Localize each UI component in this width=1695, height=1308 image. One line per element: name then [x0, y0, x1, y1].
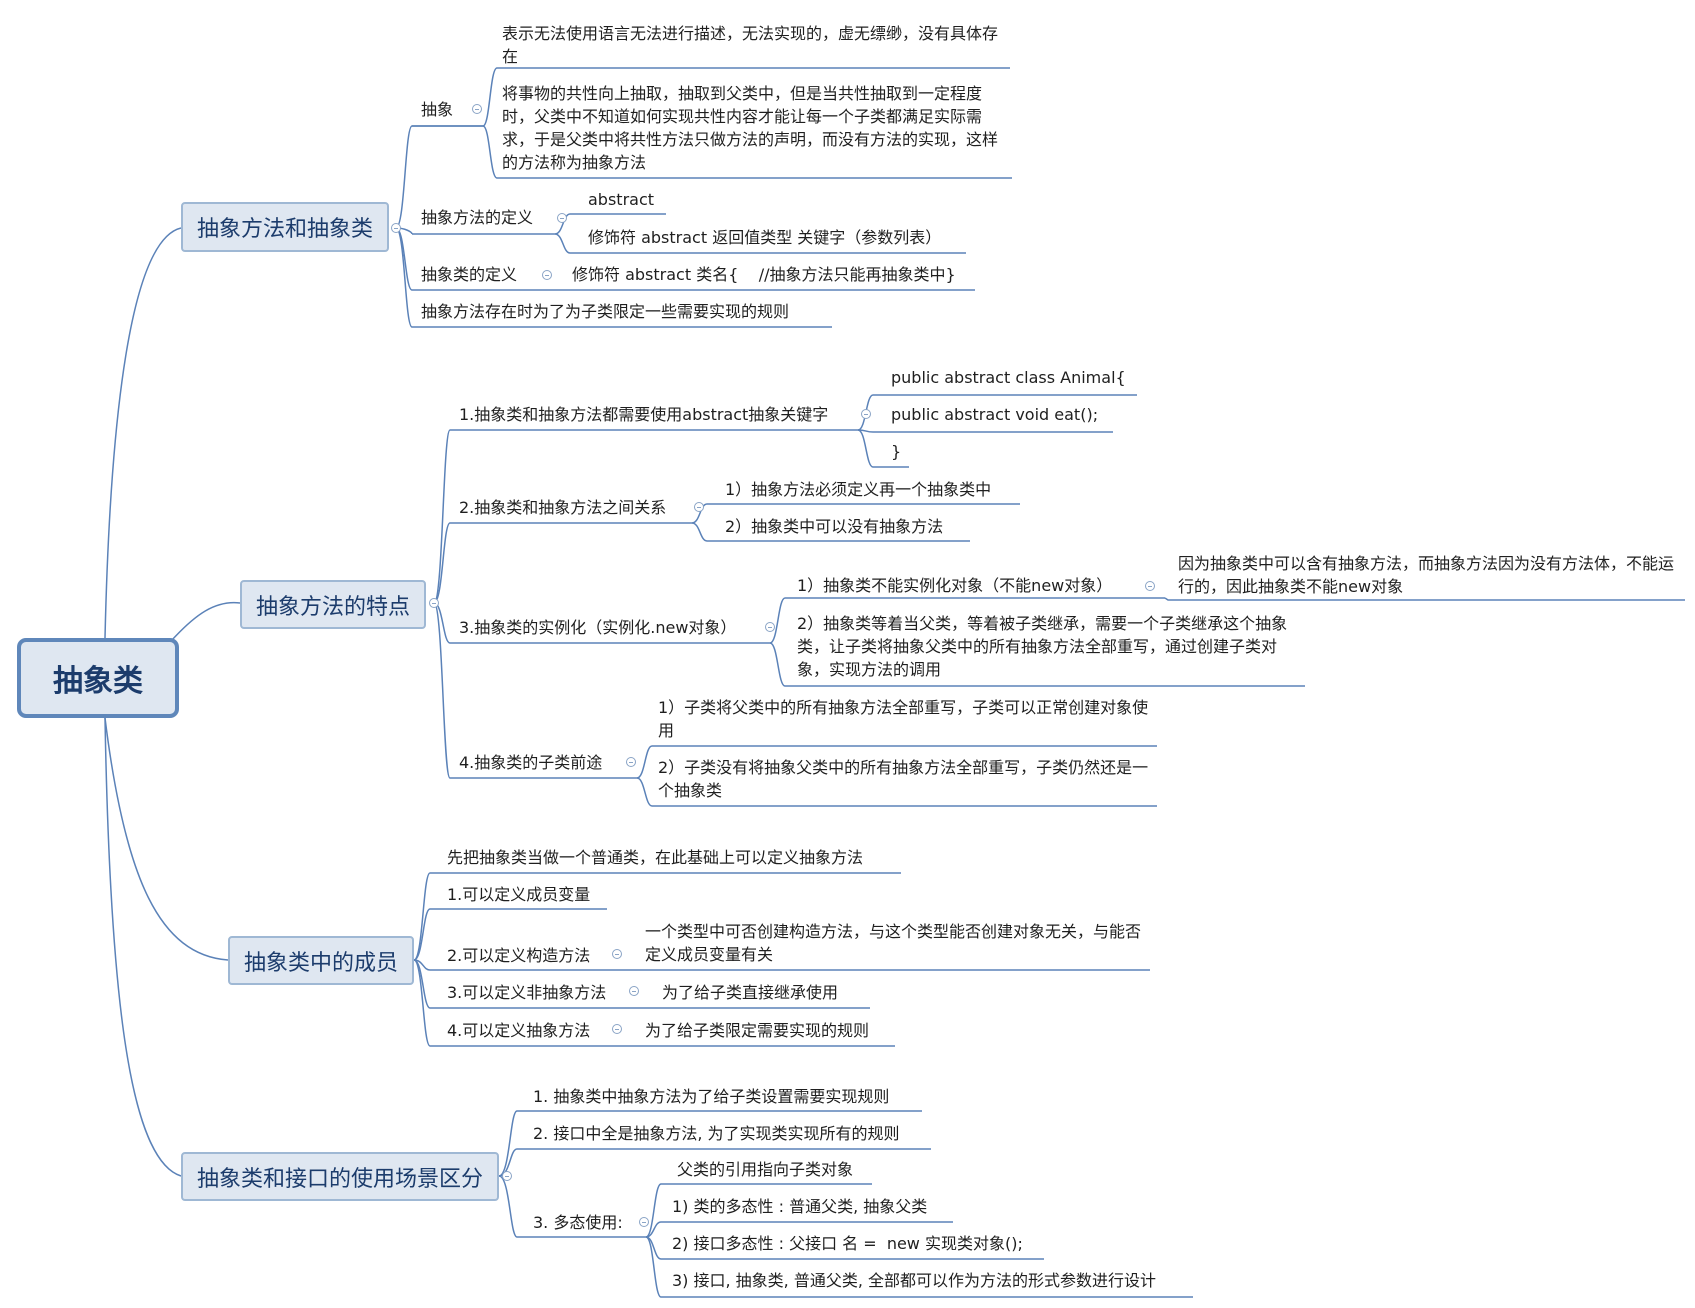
node-code-brace[interactable]: } — [891, 442, 902, 461]
branch-abstract-method-features[interactable]: 抽象方法的特点 — [240, 580, 426, 629]
node-method-definition[interactable]: 抽象方法的定义 — [421, 208, 534, 227]
node-feature-2-c1[interactable]: 1）抽象方法必须定义再一个抽象类中 — [725, 480, 992, 499]
collapse-toggle-icon[interactable] — [612, 949, 622, 959]
node-member-1[interactable]: 1.可以定义成员变量 — [447, 885, 591, 904]
node-member-4-note[interactable]: 为了给子类限定需要实现的规则 — [645, 1021, 870, 1040]
node-member-4[interactable]: 4.可以定义抽象方法 — [447, 1021, 591, 1040]
node-feature-3-c1[interactable]: 1）抽象类不能实例化对象（不能new对象） — [797, 576, 1113, 595]
node-feature-2-c2[interactable]: 2）抽象类中可以没有抽象方法 — [725, 517, 944, 536]
node-code-class[interactable]: public abstract class Animal{ — [891, 368, 1126, 387]
collapse-toggle-icon[interactable] — [1145, 581, 1155, 591]
node-class-definition[interactable]: 抽象类的定义 — [421, 265, 518, 284]
node-feature-4[interactable]: 4.抽象类的子类前途 — [459, 753, 603, 772]
node-member-2[interactable]: 2.可以定义构造方法 — [447, 946, 591, 965]
node-rule[interactable]: 抽象方法存在时为了为子类限定一些需要实现的规则 — [421, 302, 790, 321]
node-polymorphism-c3[interactable]: 3) 接口, 抽象类, 普通父类, 全部都可以作为方法的形式参数进行设计 — [672, 1271, 1157, 1290]
collapse-toggle-icon[interactable] — [472, 104, 482, 114]
node-member-2-note[interactable]: 一个类型中可否创建构造方法，与这个类型能否创建对象无关，与能否定义成员变量有关 — [645, 922, 1142, 964]
node-scenario-3[interactable]: 3. 多态使用: — [533, 1213, 623, 1232]
root-node[interactable]: 抽象类 — [17, 638, 179, 718]
node-members-intro[interactable]: 先把抽象类当做一个普通类，在此基础上可以定义抽象方法 — [447, 848, 864, 867]
collapse-toggle-icon[interactable] — [612, 1024, 622, 1034]
node-polymorphism-c2[interactable]: 2) 接口多态性 : 父接口 名 = new 实现类对象(); — [672, 1234, 1023, 1253]
branch-abstract-methods-and-classes[interactable]: 抽象方法和抽象类 — [181, 202, 389, 252]
node-feature-3-reason[interactable]: 因为抽象类中可以含有抽象方法，而抽象方法因为没有方法体，不能运行的，因此抽象类不… — [1178, 554, 1675, 596]
collapse-toggle-icon[interactable] — [765, 622, 775, 632]
node-member-3[interactable]: 3.可以定义非抽象方法 — [447, 983, 607, 1002]
collapse-toggle-icon[interactable] — [861, 409, 871, 419]
node-polymorphism-c0[interactable]: 父类的引用指向子类对象 — [677, 1160, 854, 1179]
collapse-toggle-icon[interactable] — [694, 502, 704, 512]
collapse-toggle-icon[interactable] — [542, 270, 552, 280]
node-abstract-desc-2[interactable]: 将事物的共性向上抽取，抽取到父类中，但是当共性抽取到一定程度时，父类中不知道如何… — [502, 84, 999, 172]
node-abstract-keyword[interactable]: abstract — [588, 190, 655, 209]
node-feature-4-c2[interactable]: 2）子类没有将抽象父类中的所有抽象方法全部重写，子类仍然还是一个抽象类 — [658, 758, 1149, 800]
collapse-toggle-icon[interactable] — [626, 757, 636, 767]
branch-abstract-class-members[interactable]: 抽象类中的成员 — [228, 936, 414, 985]
node-class-syntax[interactable]: 修饰符 abstract 类名{ //抽象方法只能再抽象类中} — [572, 265, 956, 284]
collapse-toggle-icon[interactable] — [429, 598, 439, 608]
node-abstract[interactable]: 抽象 — [421, 100, 454, 119]
node-scenario-2[interactable]: 2. 接口中全是抽象方法, 为了实现类实现所有的规则 — [533, 1124, 900, 1143]
node-method-syntax[interactable]: 修饰符 abstract 返回值类型 关键字（参数列表） — [588, 228, 942, 247]
node-feature-2[interactable]: 2.抽象类和抽象方法之间关系 — [459, 498, 667, 517]
node-abstract-desc-1[interactable]: 表示无法使用语言无法进行描述，无法实现的，虚无缥缈，没有具体存在 — [502, 24, 999, 66]
branch-abstract-vs-interface[interactable]: 抽象类和接口的使用场景区分 — [181, 1152, 499, 1201]
node-feature-3[interactable]: 3.抽象类的实例化（实例化.new对象） — [459, 618, 737, 637]
node-scenario-1[interactable]: 1. 抽象类中抽象方法为了给子类设置需要实现规则 — [533, 1087, 890, 1106]
node-polymorphism-c1[interactable]: 1) 类的多态性 : 普通父类, 抽象父类 — [672, 1197, 928, 1216]
node-feature-3-c2[interactable]: 2）抽象类等着当父类，等着被子类继承，需要一个子类继承这个抽象类，让子类将抽象父… — [797, 614, 1288, 679]
node-member-3-note[interactable]: 为了给子类直接继承使用 — [662, 983, 839, 1002]
collapse-toggle-icon[interactable] — [391, 223, 401, 233]
collapse-toggle-icon[interactable] — [629, 986, 639, 996]
collapse-toggle-icon[interactable] — [502, 1171, 512, 1181]
node-feature-4-c1[interactable]: 1）子类将父类中的所有抽象方法全部重写，子类可以正常创建对象使用 — [658, 698, 1149, 740]
node-feature-1[interactable]: 1.抽象类和抽象方法都需要使用abstract抽象关键字 — [459, 405, 829, 424]
collapse-toggle-icon[interactable] — [639, 1217, 649, 1227]
node-code-method[interactable]: public abstract void eat(); — [891, 405, 1099, 424]
collapse-toggle-icon[interactable] — [557, 213, 567, 223]
